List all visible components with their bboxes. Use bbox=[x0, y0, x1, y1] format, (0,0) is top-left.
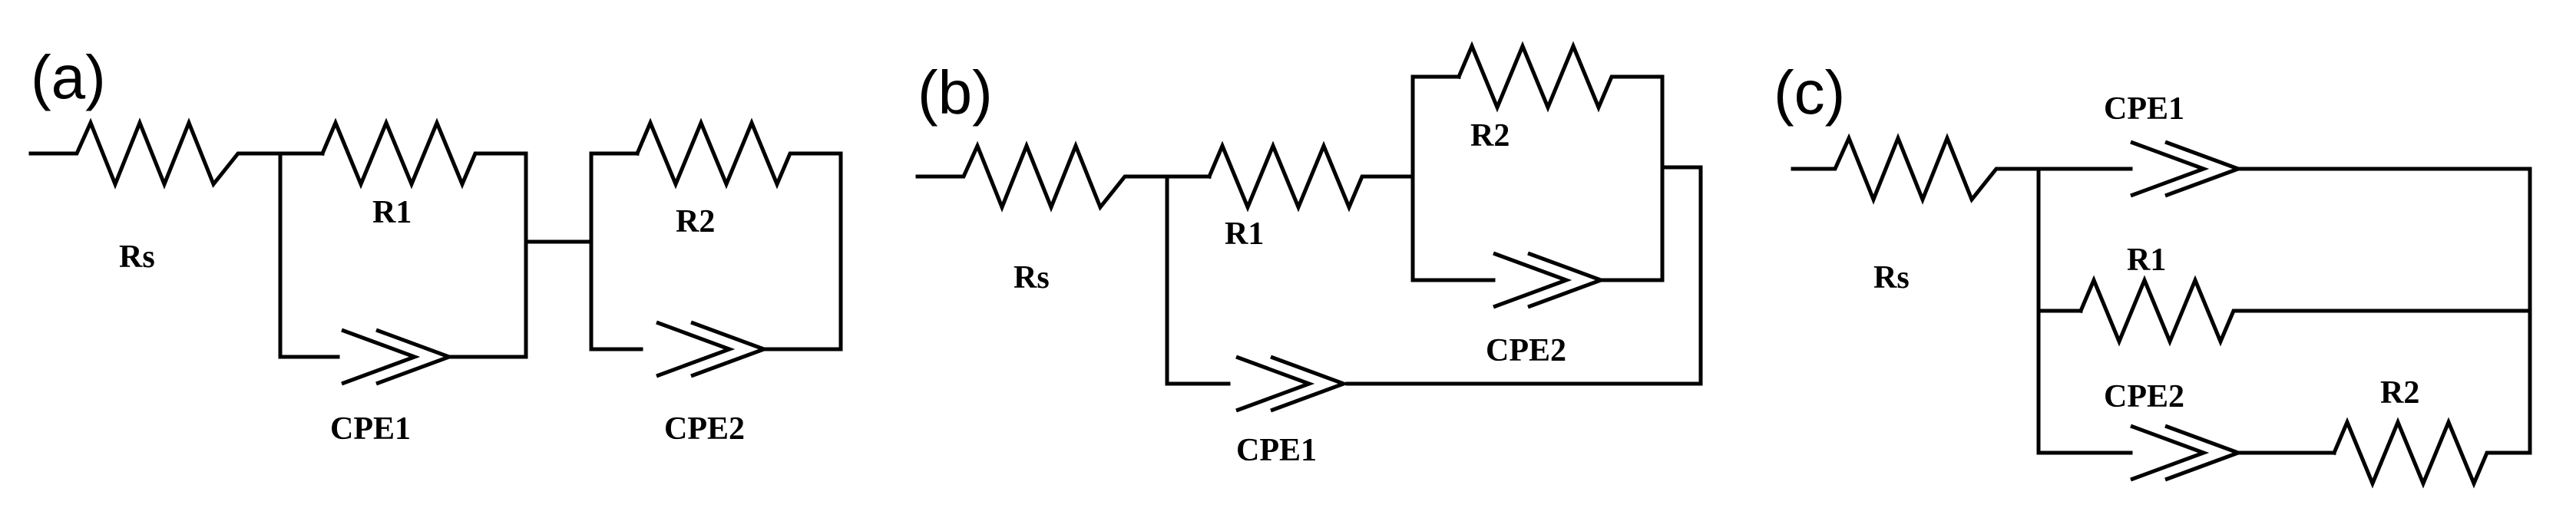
label-cpe1-b: CPE1 bbox=[1236, 433, 1317, 468]
resistor-r2-c bbox=[2331, 417, 2532, 489]
label-cpe1-a: CPE1 bbox=[330, 411, 411, 447]
label-r1-a: R1 bbox=[372, 195, 412, 230]
label-cpe2-a: CPE2 bbox=[664, 411, 745, 447]
cpe1-a bbox=[341, 328, 528, 386]
wire-node-a bbox=[278, 151, 340, 359]
resistor-rs-a bbox=[28, 117, 283, 190]
cpe2-c bbox=[2130, 424, 2336, 482]
wire-return-b bbox=[1345, 165, 1703, 386]
resistor-r1-c bbox=[2078, 275, 2532, 347]
cpe1-c bbox=[2130, 140, 2532, 198]
panel-tag-c: (c) bbox=[1774, 58, 1845, 127]
label-rs-a: Rs bbox=[119, 239, 155, 275]
panel-tag-a: (a) bbox=[31, 43, 106, 111]
cpe2-b bbox=[1493, 251, 1665, 309]
label-cpe2-b: CPE2 bbox=[1486, 333, 1566, 368]
circuit-panel-c: (c) Rs CPE1 R1 CPE2 R2 bbox=[1774, 58, 2532, 489]
wire-node2-b bbox=[1410, 74, 1496, 282]
wire-node-b bbox=[1165, 174, 1231, 386]
panel-tag-b: (b) bbox=[918, 58, 993, 127]
label-r2-c: R2 bbox=[2380, 375, 2419, 411]
label-rs-c: Rs bbox=[1873, 260, 1910, 295]
label-r2-b: R2 bbox=[1470, 118, 1510, 153]
resistor-r1-b bbox=[1206, 140, 1415, 213]
label-rs-b: Rs bbox=[1014, 260, 1050, 295]
resistor-r2-a bbox=[634, 117, 843, 351]
circuit-panel-a: (a) Rs R1 bbox=[28, 43, 843, 447]
cpe2-a bbox=[656, 320, 843, 378]
cpe1-b bbox=[1235, 355, 1350, 413]
label-r2-a: R2 bbox=[676, 204, 715, 239]
label-cpe2-c: CPE2 bbox=[2104, 379, 2184, 414]
resistor-r1-a bbox=[319, 117, 528, 359]
resistor-rs-c bbox=[1791, 133, 2041, 205]
label-r1-b: R1 bbox=[1225, 216, 1264, 252]
circuit-panel-b: (b) Rs R1 R2 bbox=[915, 41, 1703, 468]
label-cpe1-c: CPE1 bbox=[2104, 91, 2184, 127]
wire-node2-a bbox=[589, 151, 643, 351]
label-r1-c: R1 bbox=[2127, 243, 2166, 278]
resistor-r2-b bbox=[1456, 41, 1665, 282]
resistor-rs-b bbox=[915, 140, 1169, 213]
